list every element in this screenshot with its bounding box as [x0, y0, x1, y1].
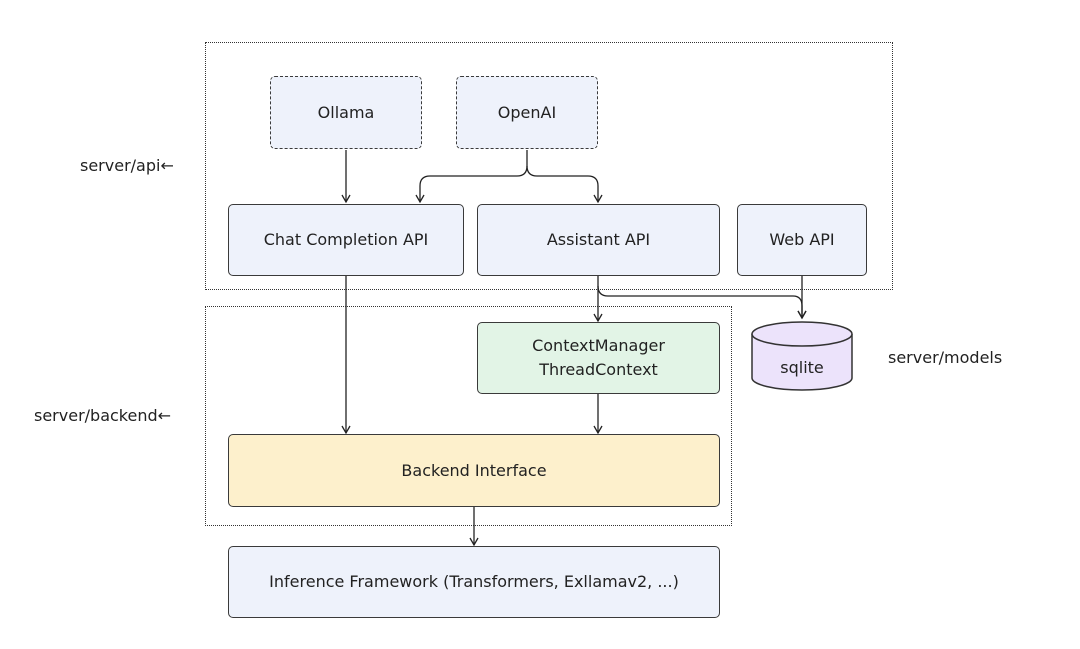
ollama-label: Ollama	[317, 102, 375, 122]
edge-assistant-sqlite	[597, 285, 807, 320]
server-api-region	[205, 42, 893, 290]
chat-completion-api-node: Chat Completion API	[228, 204, 464, 276]
web-api-label: Web API	[769, 230, 835, 249]
openai-label: OpenAI	[497, 102, 557, 122]
inference-framework-label: Inference Framework (Transformers, Exlla…	[269, 572, 679, 591]
edge-openai-assistant	[526, 165, 603, 204]
backend-interface-node: Backend Interface	[228, 434, 720, 507]
web-api-node: Web API	[737, 204, 867, 276]
assistant-api-node: Assistant API	[477, 204, 720, 276]
sqlite-cylinder	[751, 321, 853, 391]
context-manager-node: ContextManager ThreadContext	[477, 322, 720, 394]
ollama-node: Ollama	[270, 76, 422, 149]
sqlite-label: sqlite	[780, 358, 824, 377]
inference-framework-node: Inference Framework (Transformers, Exlla…	[228, 546, 720, 618]
server-api-label: server/api←	[80, 156, 174, 175]
context-manager-label: ContextManager	[532, 336, 665, 355]
thread-context-label: ThreadContext	[539, 360, 658, 379]
server-backend-region	[205, 306, 732, 526]
assistant-api-label: Assistant API	[546, 230, 651, 249]
edge-openai-split	[415, 150, 528, 204]
openai-node: OpenAI	[456, 76, 598, 149]
backend-interface-label: Backend Interface	[401, 460, 547, 480]
server-backend-label: server/backend←	[34, 406, 172, 425]
server-models-label: server/models	[888, 348, 1003, 367]
chat-completion-api-label: Chat Completion API	[263, 230, 429, 249]
